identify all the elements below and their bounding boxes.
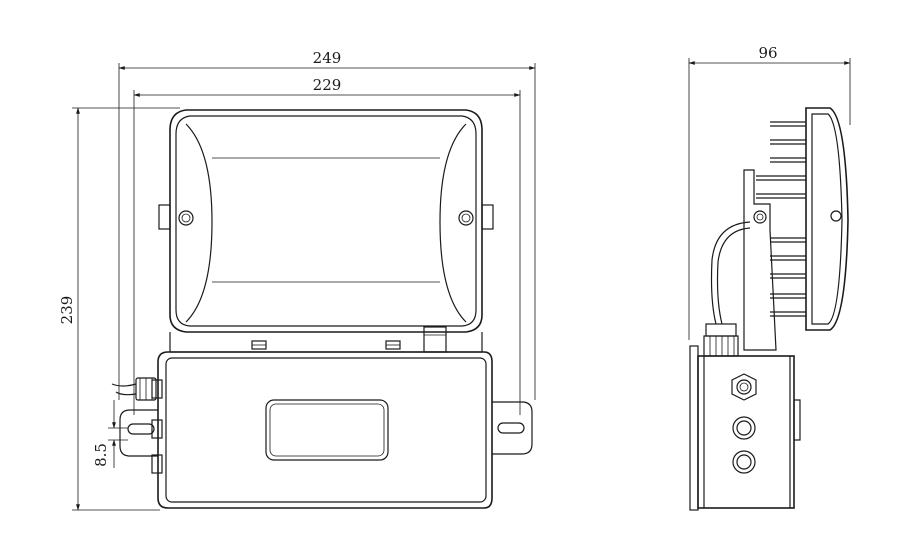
dimension-label-96: 96 [758, 44, 777, 62]
gear-box-side [689, 345, 801, 511]
dimension-overall-height: 239 [58, 107, 180, 511]
gland-middle [732, 416, 756, 440]
cable-side [703, 221, 751, 357]
dimension-label-249: 249 [313, 49, 342, 67]
heat-sink-fins [756, 121, 806, 317]
dimension-housing-width: 229 [133, 76, 521, 415]
dimension-label-239: 239 [58, 296, 76, 325]
gland-lower [732, 450, 756, 474]
mounting-foot-right [492, 401, 533, 455]
gland-large [731, 373, 757, 401]
dimension-mount-offset: 8.5 [92, 400, 128, 468]
cable-gland [111, 377, 157, 401]
side-view: 96 [688, 44, 851, 511]
dimension-overall-width: 249 [118, 49, 536, 400]
front-view: 249 229 239 8.5 [58, 49, 536, 511]
lamp-head [158, 109, 494, 333]
bracket-side [743, 169, 777, 351]
dimension-depth: 96 [688, 44, 851, 340]
mounting-bracket [169, 326, 483, 353]
dimension-label-229: 229 [313, 76, 342, 94]
mounting-foot-left [119, 409, 158, 457]
gear-box [151, 351, 493, 509]
lamp-head-side [756, 107, 849, 331]
dimension-label-8-5: 8.5 [92, 443, 110, 467]
